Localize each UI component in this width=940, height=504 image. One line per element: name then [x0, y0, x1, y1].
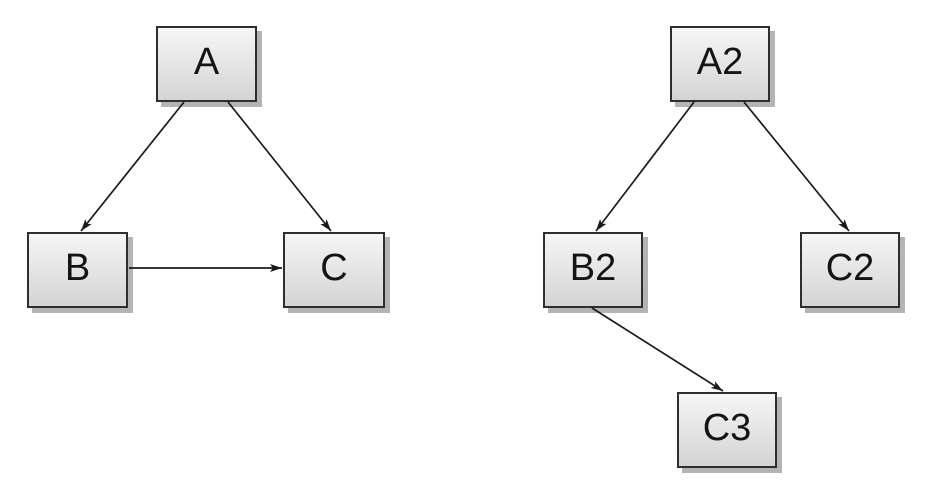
edge-A-B[interactable] — [80, 101, 185, 232]
node-A[interactable]: A — [156, 26, 257, 102]
node-C3[interactable]: C3 — [677, 392, 777, 468]
edge-A2-B2[interactable] — [595, 101, 695, 232]
edge-A2-C2[interactable] — [743, 101, 850, 232]
node-B-label: B — [64, 247, 91, 289]
node-C2[interactable]: C2 — [800, 232, 900, 308]
node-A-label: A — [193, 41, 220, 83]
edge-B2-C3[interactable] — [591, 307, 724, 392]
node-B2[interactable]: B2 — [543, 232, 643, 308]
node-C2-label: C2 — [825, 247, 875, 289]
node-B[interactable]: B — [27, 232, 128, 308]
node-A2[interactable]: A2 — [670, 26, 770, 102]
node-C3-label: C3 — [702, 407, 752, 449]
edge-A-C[interactable] — [227, 101, 332, 232]
node-C-label: C — [320, 247, 348, 289]
node-C[interactable]: C — [283, 232, 385, 308]
node-B2-label: B2 — [569, 247, 617, 289]
node-A2-label: A2 — [696, 41, 744, 83]
